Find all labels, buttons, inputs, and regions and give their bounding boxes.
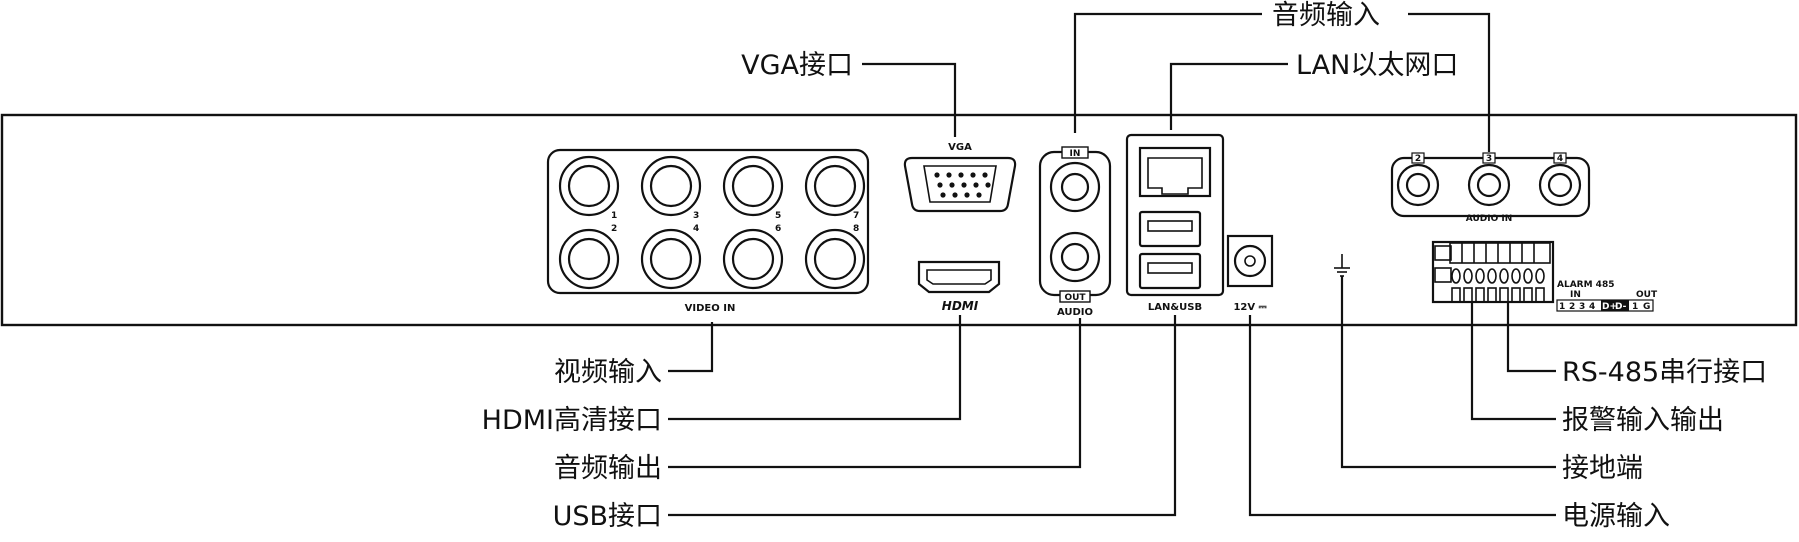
hdmi-logo: HDMI: [942, 299, 979, 313]
callout-ground: 接地端: [1562, 453, 1643, 484]
power-label: 12V ⎓: [1233, 302, 1266, 313]
bnc-number: 1: [611, 211, 617, 221]
alarm-pin-label: 2: [1569, 302, 1575, 312]
rca-audio-out-jack: [1049, 231, 1101, 283]
alarm-485-label: ALARM 485: [1557, 280, 1614, 290]
video-in-bnc-block: 1 2 3 4 5 6 7 8 VIDEO IN: [546, 148, 870, 314]
audio-in-right-label: AUDIO IN: [1466, 214, 1512, 224]
bnc-number: 5: [775, 211, 781, 221]
bnc-number: 7: [853, 211, 859, 221]
bnc-connector: [558, 228, 620, 290]
alarm-pin-label: G: [1643, 302, 1650, 312]
callout-audio-in: 音频输入: [1272, 0, 1380, 31]
audio-in-number: 3: [1486, 154, 1492, 164]
ethernet-port: [1138, 146, 1212, 198]
alarm-out-label: OUT: [1636, 290, 1658, 300]
leader-lines: [668, 12, 1556, 517]
audio-label: AUDIO: [1057, 307, 1093, 318]
bnc-number: 6: [775, 224, 781, 234]
bnc-connector: [722, 155, 784, 217]
bnc-number: 8: [853, 224, 859, 234]
alarm-pin-label: 3: [1579, 302, 1585, 312]
audio-in-tag: IN: [1070, 149, 1081, 159]
alarm-pin-legend: 1 2 3 4 D+ D- 1 G: [1556, 299, 1654, 312]
audio-in-number: 2: [1415, 154, 1421, 164]
alarm-pin-label: D-: [1615, 302, 1627, 312]
callout-lan: LAN以太网口: [1296, 50, 1458, 81]
alarm-pin-label: 1: [1559, 302, 1565, 312]
alarm-pin-label: 4: [1589, 302, 1595, 312]
bnc-connector: [640, 155, 702, 217]
rca-jack: [1467, 163, 1511, 207]
audio-out-tag: OUT: [1064, 293, 1086, 303]
power-jack: 12V ⎓: [1226, 234, 1274, 313]
lan-usb-block: LAN&USB: [1125, 133, 1225, 313]
rca-jack: [1396, 163, 1440, 207]
bnc-connector: [640, 228, 702, 290]
terminal-screws: [1451, 268, 1545, 284]
bnc-connector: [722, 228, 784, 290]
alarm-in-label: IN: [1570, 290, 1581, 300]
rca-audio-in-jack: [1049, 161, 1101, 213]
video-in-label: VIDEO IN: [685, 303, 736, 314]
alarm-pin-label: D+: [1602, 302, 1617, 312]
chassis-outline: [0, 113, 1798, 327]
callout-video-in: 视频输入: [554, 357, 662, 388]
rca-jack: [1538, 163, 1582, 207]
bnc-number: 3: [693, 211, 699, 221]
vga-port: VGA: [903, 142, 1017, 213]
usb-port: [1138, 210, 1202, 248]
bnc-connector: [804, 155, 866, 217]
callout-alarm: 报警输入输出: [1562, 405, 1724, 436]
callout-power: 电源输入: [1562, 501, 1670, 532]
bnc-connector: [804, 228, 866, 290]
audio-in-number: 4: [1557, 154, 1563, 164]
callout-hdmi: HDMI高清接口: [482, 405, 662, 436]
bnc-number: 4: [693, 224, 699, 234]
callout-rs485: RS-485串行接口: [1562, 357, 1767, 388]
terminal-pins-top: [1449, 242, 1551, 264]
vga-label: VGA: [948, 142, 972, 153]
alarm-485-terminal-block: ALARM 485 IN OUT 1 2 3 4 D+ D- 1 G: [1431, 240, 1658, 312]
lan-usb-label: LAN&USB: [1148, 302, 1202, 313]
audio-in-right-block: 2 3 4 AUDIO IN: [1390, 152, 1591, 224]
bnc-number: 2: [611, 224, 617, 234]
hdmi-port: HDMI: [917, 260, 1001, 313]
alarm-pin-label: 1: [1632, 302, 1638, 312]
callout-vga: VGA接口: [741, 50, 853, 81]
callout-usb: USB接口: [553, 501, 662, 532]
terminal-feet: [1451, 287, 1545, 303]
callout-audio-out: 音频输出: [554, 453, 662, 484]
bnc-connector: [558, 155, 620, 217]
usb-port: [1138, 252, 1202, 290]
audio-rca-block: IN OUT AUDIO: [1038, 146, 1112, 318]
